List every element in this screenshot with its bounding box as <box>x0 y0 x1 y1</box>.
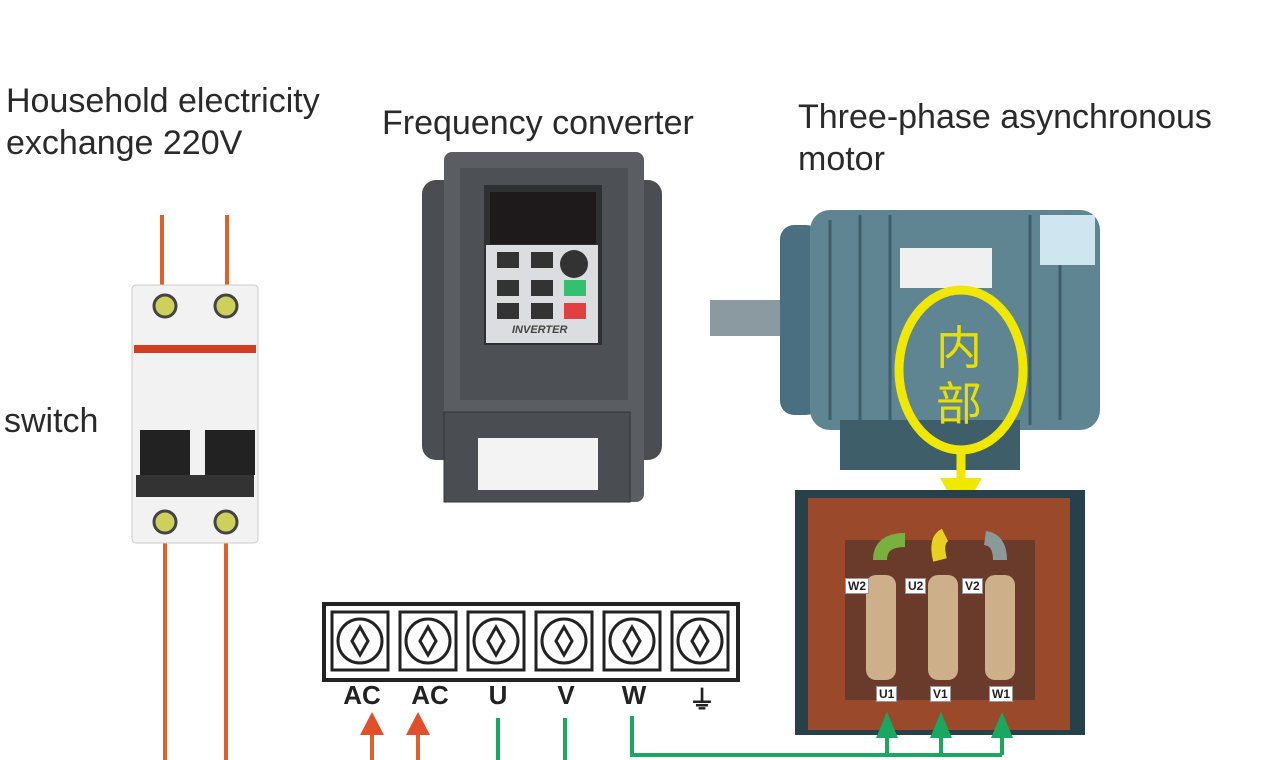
terminal-strip <box>322 602 740 682</box>
motor-terminal-u2: U2 <box>905 578 927 594</box>
terminal-label-v: V <box>557 680 575 710</box>
converter-label: Frequency converter <box>382 104 694 142</box>
arrow-v1 <box>930 712 952 738</box>
motor-terminal-w1: W1 <box>989 686 1013 702</box>
arrow-ac1 <box>360 712 384 735</box>
motor-terminal-v2: V2 <box>962 578 983 594</box>
terminal-label-w: W <box>621 680 647 710</box>
terminal-label-ac2: AC <box>411 680 449 710</box>
callout-char-1: 内 <box>936 321 982 375</box>
switch-label: switch <box>4 402 99 440</box>
motor-terminal-u1: U1 <box>876 686 898 702</box>
circuit-breaker <box>131 284 259 544</box>
frequency-inverter <box>422 152 662 503</box>
callout-char-2: 部 <box>936 377 982 431</box>
arrow-u1 <box>876 712 898 738</box>
ground-icon: ⏚ <box>688 686 715 716</box>
motor-terminal-w2: W2 <box>845 578 869 594</box>
motor-terminal-v1: V1 <box>930 686 951 702</box>
terminal-label-ac1: AC <box>343 680 381 710</box>
motor-terminal-box <box>795 490 1085 735</box>
inverter-brand: INVERTER <box>512 324 568 336</box>
arrow-ac2 <box>406 712 430 735</box>
terminal-label-u: U <box>488 680 508 710</box>
motor <box>710 210 1100 470</box>
arrow-w1 <box>991 712 1013 738</box>
